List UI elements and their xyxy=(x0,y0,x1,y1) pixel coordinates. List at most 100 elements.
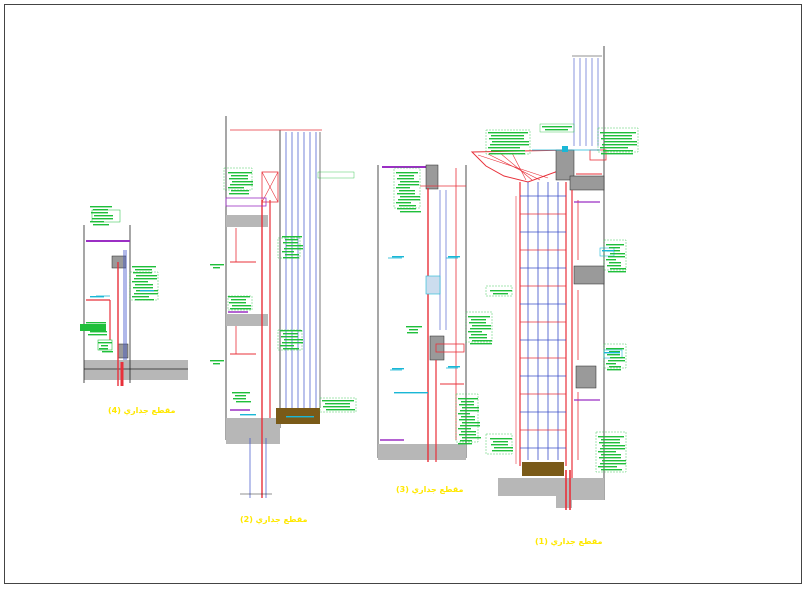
annotation-mark xyxy=(409,329,418,331)
annotation-mark xyxy=(462,422,480,424)
annotation-mark xyxy=(461,431,476,433)
annotation-mark xyxy=(604,352,620,354)
annotation-mark xyxy=(102,351,113,353)
annotation-mark xyxy=(213,363,220,365)
annotation-mark xyxy=(400,211,421,213)
annotation-mark xyxy=(494,447,513,449)
annotation-mark xyxy=(228,296,250,298)
annotation-mark xyxy=(610,357,625,359)
annotation-mark xyxy=(458,398,478,400)
annotation-mark xyxy=(284,248,303,250)
annotation-mark xyxy=(600,147,628,149)
annotation-mark xyxy=(99,348,108,350)
annotation-mark xyxy=(228,172,252,174)
annotation-mark xyxy=(606,244,624,246)
annotation-mark xyxy=(599,457,621,459)
annotation-mark xyxy=(396,172,418,174)
annotation-mark xyxy=(599,442,620,444)
annotation-mark xyxy=(396,202,411,204)
annotation-mark xyxy=(399,175,414,177)
annotation-mark xyxy=(602,144,637,146)
annotation-mark xyxy=(407,332,418,334)
annotation-mark xyxy=(603,150,633,152)
annotation-mark xyxy=(606,259,616,261)
annotation-mark xyxy=(322,400,354,402)
annotation-mark xyxy=(492,141,529,143)
annotation-mark xyxy=(283,242,298,244)
annotation-mark xyxy=(134,278,157,280)
annotation-mark xyxy=(230,308,251,310)
annotation-mark xyxy=(231,299,246,301)
annotation-mark xyxy=(600,132,636,134)
annotation-mark xyxy=(606,348,624,350)
annotation-mark xyxy=(399,190,415,192)
annotation-mark xyxy=(458,428,471,430)
annotation-mark xyxy=(469,337,487,339)
annotation-mark xyxy=(601,439,620,441)
wall-section-4 xyxy=(80,209,188,386)
annotation-mark xyxy=(133,272,152,274)
annotation-mark xyxy=(606,363,616,365)
annotation-mark xyxy=(94,215,113,217)
annotation-mark xyxy=(283,333,298,335)
annotation-mark xyxy=(286,416,314,418)
annotation-mark xyxy=(468,331,482,333)
annotation-mark xyxy=(470,343,492,345)
annotation-mark xyxy=(394,392,428,394)
annotation-mark xyxy=(280,330,302,332)
annotation-mark xyxy=(232,305,251,307)
annotation-mark xyxy=(282,251,294,253)
annotation-mark xyxy=(400,196,420,198)
annotation-mark xyxy=(493,293,508,295)
annotation-mark xyxy=(285,239,298,241)
wall-section-3 xyxy=(377,164,493,462)
annotation-mark xyxy=(134,293,158,295)
annotation-mark xyxy=(602,460,626,462)
annotation-mark xyxy=(282,342,303,344)
annotation-mark xyxy=(489,138,524,140)
annotation-mark xyxy=(604,141,637,143)
annotation-mark xyxy=(488,132,528,134)
annotation-mark xyxy=(461,416,475,418)
annotation-mark xyxy=(232,392,250,394)
annotation-mark xyxy=(240,414,256,416)
annotation-mark xyxy=(609,351,620,353)
annotation-mark xyxy=(285,254,299,256)
annotation-mark xyxy=(235,395,246,397)
annotation-mark xyxy=(600,448,625,450)
annotation-mark xyxy=(493,441,508,443)
annotation-mark xyxy=(468,316,490,318)
annotation-mark xyxy=(280,345,294,347)
annotation-mark xyxy=(89,325,102,327)
s4-ground-slab xyxy=(84,360,188,380)
annotation-mark xyxy=(491,444,508,446)
annotation-mark xyxy=(460,410,479,412)
annotation-mark xyxy=(462,437,481,439)
annotation-mark xyxy=(598,451,616,453)
annotation-mark xyxy=(213,267,220,269)
annotation-mark xyxy=(607,265,621,267)
annotation-mark xyxy=(602,445,625,447)
annotation-mark xyxy=(607,369,621,371)
annotation-mark xyxy=(460,425,480,427)
annotation-mark xyxy=(461,401,474,403)
annotation-mark xyxy=(90,206,112,208)
annotation-mark xyxy=(469,322,486,324)
annotation-mark xyxy=(458,443,472,445)
annotation-mark xyxy=(135,284,153,286)
annotation-mark xyxy=(608,360,625,362)
annotation-mark xyxy=(132,266,156,268)
annotation-mark xyxy=(471,319,486,321)
annotation-mark xyxy=(396,187,410,189)
annotation-mark xyxy=(491,135,524,137)
annotation-mark xyxy=(135,299,154,301)
annotation-mark xyxy=(91,212,108,214)
annotation-mark xyxy=(598,466,617,468)
annotation-mark xyxy=(472,340,492,342)
annotation-mark xyxy=(608,271,626,273)
annotation-mark xyxy=(460,440,472,442)
annotation-mark xyxy=(542,126,572,128)
annotation-mark xyxy=(601,153,633,155)
annotation-mark xyxy=(610,253,625,255)
annotation-mark xyxy=(230,184,253,186)
